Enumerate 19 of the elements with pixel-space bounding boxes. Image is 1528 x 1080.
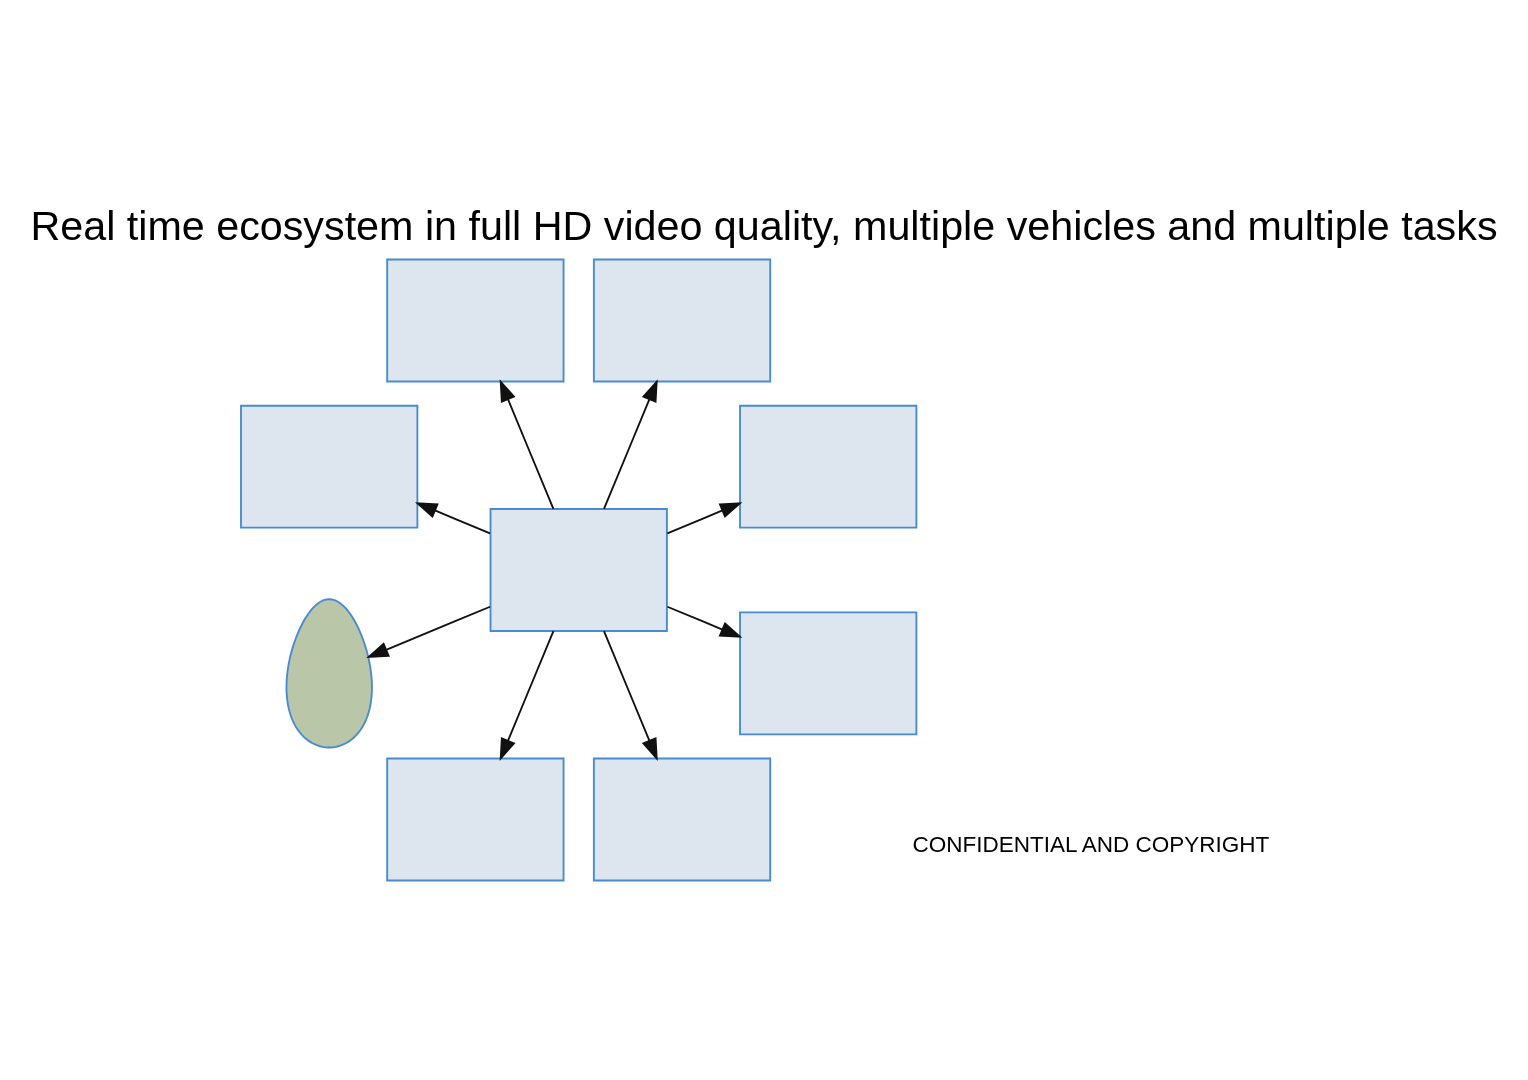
arrow: [666, 605, 743, 638]
arrow: [499, 630, 555, 761]
arrow: [499, 379, 555, 510]
node-box: [489, 508, 668, 632]
arrow: [414, 502, 491, 535]
diagram-title: Real time ecosystem in full HD video quality, multiple vehicles and multiple tasks: [30, 203, 1498, 250]
node-box: [592, 258, 772, 383]
node-box: [386, 258, 565, 383]
arrow: [666, 502, 743, 535]
node-box: [386, 757, 565, 882]
label: CONFIDENTIAL AND COPYRIGHT: [912, 831, 1270, 857]
node-box: [240, 404, 419, 529]
node-box: [592, 757, 772, 882]
node-person: [285, 598, 373, 749]
node-box: [739, 611, 918, 736]
arrow: [603, 379, 658, 510]
node-box: [739, 404, 918, 529]
arrow: [603, 630, 658, 761]
arrow: [366, 605, 491, 659]
